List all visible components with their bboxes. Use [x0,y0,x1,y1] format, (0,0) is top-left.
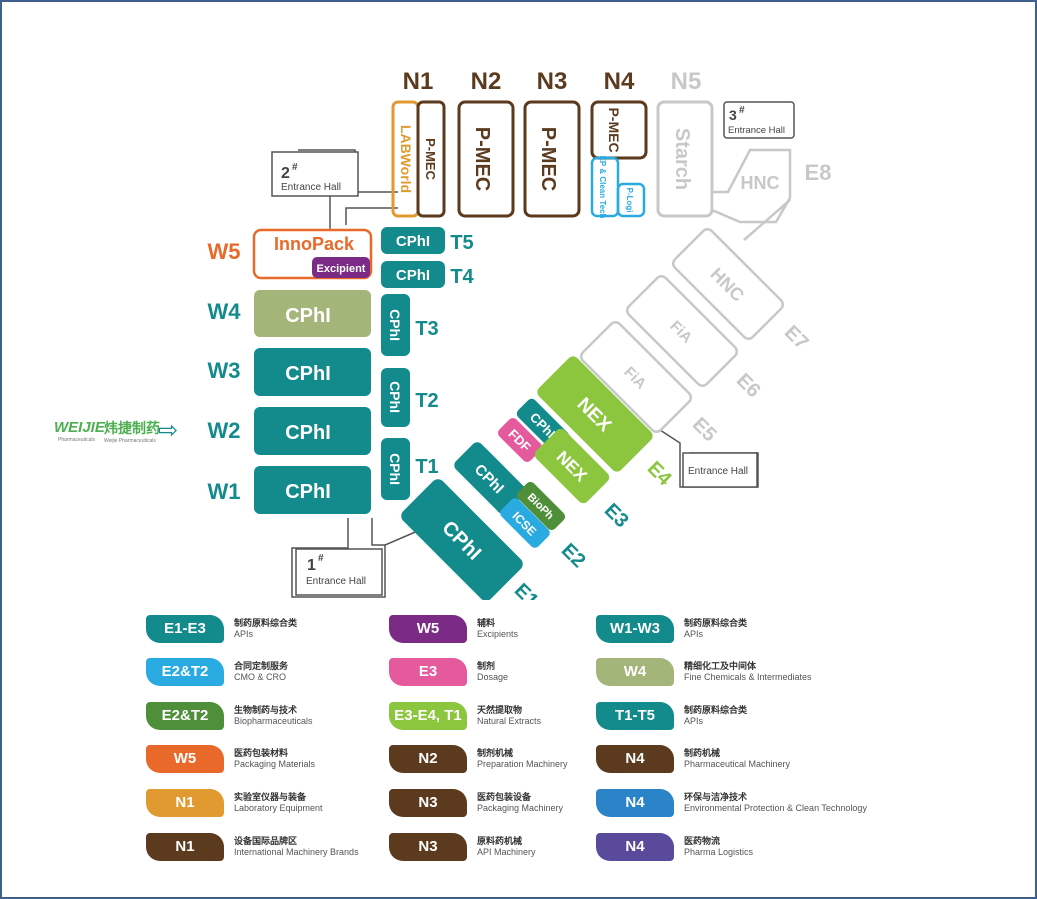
arrow-right-icon: ⇨ [158,416,178,444]
hall-label-n4: N4 [604,68,635,95]
hall-label-t5: T5 [450,232,473,254]
weijie-logo: WEIJIE Pharmaceuticals 炜捷制药 Weijie Pharm… [54,416,178,444]
hall-w2[interactable] [254,407,371,455]
hall-e2-cphi[interactable] [452,440,528,516]
transit-halls: CPhI T5 CPhI T4 CPhI T3 CPhI T2 CPhI T1 [381,227,475,500]
starch-label: Starch [671,128,693,190]
hall-e8[interactable] [710,148,792,224]
hall-t3[interactable] [381,294,410,356]
hall2-number: 2 [281,165,290,182]
hall-n4-pmec[interactable] [590,100,648,160]
w4-cphi-label: CPhI [285,305,331,327]
hall-t5[interactable] [381,227,445,254]
hall-w4[interactable] [254,290,371,337]
hall-label-w4: W4 [208,299,242,324]
hall-label-e3: E3 [600,499,633,532]
hall-label-n3: N3 [537,68,568,95]
hall-label-e7: E7 [780,321,813,354]
logo-sub: Pharmaceuticals [58,437,95,443]
hall-label-n1: N1 [403,68,434,95]
hall-label-e6: E6 [732,369,765,402]
hall-e7[interactable] [671,227,786,342]
hall-n5[interactable] [656,100,714,218]
logo-en: Weijie Pharmaceuticals [104,438,156,444]
hall2-hash: # [292,162,298,173]
t2-cphi-label: CPhI [387,381,403,413]
hall-n2[interactable] [457,100,515,218]
hall-label-e8: E8 [805,160,832,185]
hall-label-w2: W2 [208,418,241,443]
hall-e4[interactable] [535,354,655,474]
entrance-hall-1[interactable] [295,548,383,596]
hall-label-w5: W5 [208,239,241,264]
entrance-hall-3[interactable] [723,101,795,139]
logo-brand: WEIJIE [54,419,106,436]
t3-cphi-label: CPhI [387,309,403,341]
hall3-hash: # [739,105,745,116]
hall-t1[interactable] [381,438,410,500]
ep-label: EP & Clean Tech [598,156,607,219]
hall-w1[interactable] [254,466,371,514]
hall-e5[interactable] [579,320,694,435]
hall-east-label: Entrance Hall [688,466,748,477]
north-halls: N1 N2 N3 N4 N5 LABWorld P-MEC P-MEC P-ME… [391,68,714,219]
west-halls: W5 W4 W3 W2 W1 InnoPack Excipient CPhI C… [208,228,373,514]
excipient-label: Excipient [317,263,366,275]
hall-label-t1: T1 [415,456,438,478]
hall-label-t3: T3 [415,318,438,340]
hall-label-e5: E5 [688,413,721,446]
n4-pmec-label: P-MEC [606,107,622,152]
w3-cphi-label: CPhI [285,363,331,385]
hall3-number: 3 [729,107,737,123]
hall3-label: Entrance Hall [728,125,785,136]
n1-pmec-label: P-MEC [423,138,438,181]
innopack-label: InnoPack [274,234,355,254]
hall-e3-fdf[interactable] [496,416,544,464]
hall-n4-plogi[interactable] [616,182,646,218]
hall1-hash: # [318,553,324,564]
hall-t4[interactable] [381,261,445,288]
hall-e2-bioph[interactable] [515,480,567,532]
hall-w5-excipient[interactable] [312,257,370,278]
e8-hnc-label: HNC [741,173,780,193]
entrance-hall-east[interactable] [682,452,758,488]
hall-label-e1: E1 [510,579,543,600]
labworld-label: LABWorld [398,125,414,193]
t1-cphi-label: CPhI [387,453,403,485]
hall1-label: Entrance Hall [306,576,366,587]
hall-e3-nex[interactable] [532,426,611,505]
hall-t2[interactable] [381,368,410,427]
t5-cphi-label: CPhI [396,233,430,250]
hall2-label: Entrance Hall [281,182,341,193]
entrance-hall-2[interactable] [271,151,359,197]
hall-label-w3: W3 [208,358,241,383]
hall-label-n2: N2 [471,68,502,95]
floor-plan-map: N1 N2 N3 N4 N5 LABWorld P-MEC P-MEC P-ME… [54,68,832,600]
hall-label-t2: T2 [415,390,438,412]
logo-cn: 炜捷制药 [104,420,160,437]
hall-n1-pmec[interactable] [416,100,446,218]
entrance-halls: 2 # Entrance Hall 3 # Entrance Hall 1 # … [271,101,795,596]
hall-label-n5: N5 [671,68,702,95]
hall-label-t4: T4 [450,266,474,288]
plogi-label: P-Logi [625,188,634,213]
hall-w3[interactable] [254,348,371,396]
hall-e6[interactable] [625,274,740,389]
east-halls: HNC E8 HNC E7 FiA E6 FiA E5 NEX E4 [398,148,832,600]
n3-pmec-label: P-MEC [537,127,559,191]
w1-cphi-label: CPhI [285,481,331,503]
w2-cphi-label: CPhI [285,422,331,444]
hall-label-e2: E2 [557,539,590,572]
hall-n3[interactable] [523,100,581,218]
t4-cphi-label: CPhI [396,267,430,284]
hall-e2-icse[interactable] [498,496,552,550]
hall-label-w1: W1 [208,479,241,504]
hall1-number: 1 [307,557,316,574]
hall-e1[interactable] [398,476,525,600]
hall-label-e4: E4 [643,457,676,490]
n2-pmec-label: P-MEC [471,127,493,191]
